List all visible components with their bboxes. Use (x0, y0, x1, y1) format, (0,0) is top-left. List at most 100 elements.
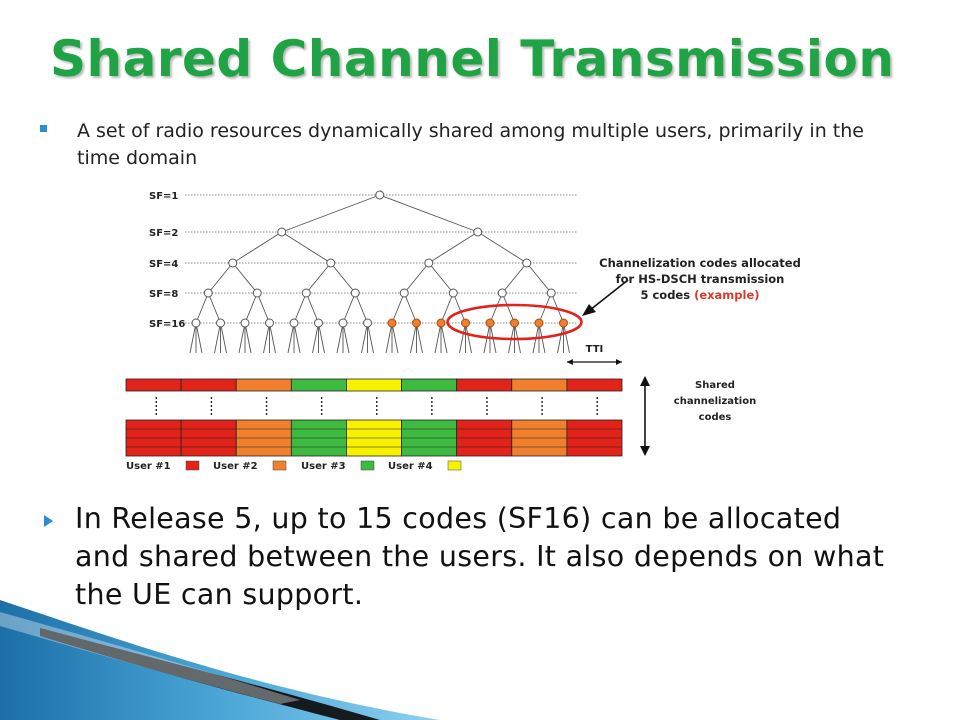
code-slot (235, 378, 292, 392)
code-node (350, 288, 360, 298)
leaf-stem (342, 322, 350, 354)
leaf-stem (293, 322, 301, 354)
tree-edge (452, 292, 466, 324)
leaf-stem (361, 322, 368, 354)
legend-swatch (272, 460, 287, 471)
tree-edge (354, 292, 368, 324)
shared-arrow-up-icon (640, 376, 650, 386)
square-bullet-icon (40, 125, 47, 132)
leaf-stem (440, 322, 448, 354)
allocated-code-node (436, 318, 446, 328)
tree-edge (207, 292, 221, 324)
code-node (326, 258, 336, 268)
tti-arrow-left-icon (566, 359, 573, 365)
code-node (497, 288, 507, 298)
leaf-stem (563, 322, 570, 354)
leaf-stem (263, 322, 270, 354)
triangle-bullet-icon (44, 515, 53, 527)
code-node (546, 288, 556, 298)
leaf-stem (238, 322, 246, 354)
leaf-stem (214, 322, 221, 354)
code-node (252, 288, 262, 298)
legend-label: User #4 (388, 461, 433, 472)
bullet-point-2: In Release 5, up to 15 codes (SF16) can … (40, 500, 900, 614)
tree-edge (489, 292, 503, 324)
leaf-stem (459, 322, 466, 354)
highlight-ellipse (446, 303, 583, 341)
callout-arrowhead-icon (582, 304, 596, 316)
legend-swatch (447, 460, 462, 471)
callout-line-1: Channelization codes allocated (599, 256, 801, 270)
tree-edge (281, 194, 380, 233)
tree-edge (428, 231, 478, 264)
code-slot (511, 378, 568, 392)
tree-edge (195, 292, 209, 324)
leaf-stem (244, 322, 252, 354)
tree-edge (293, 292, 307, 324)
legend-swatch (360, 460, 375, 471)
callout-line-2: for HS-DSCH transmission (616, 272, 785, 286)
code-slot (401, 378, 458, 392)
code-node (203, 288, 213, 298)
leaf-stem (410, 322, 417, 354)
leaf-stem (434, 322, 442, 354)
allocated-code-node (510, 318, 519, 328)
leaf-stem (269, 322, 276, 354)
bullet-point-1: A set of radio resources dynamically sha… (40, 118, 900, 172)
slide-title: Shared Channel Transmission (50, 30, 895, 88)
tree-edge (403, 292, 417, 324)
code-node (399, 288, 409, 298)
callout-arrow-line (589, 279, 629, 311)
tree-edge (477, 231, 527, 264)
code-slot (456, 378, 513, 392)
leaf-stem (367, 322, 374, 354)
code-node (522, 258, 532, 268)
code-slot (180, 378, 237, 392)
leaf-stem (318, 322, 325, 354)
allocated-code-node (461, 318, 470, 328)
sf-level-label: SF=1 (149, 191, 178, 202)
code-node (240, 318, 250, 328)
allocated-code-node (387, 318, 397, 328)
sf-level-label: SF=2 (149, 228, 178, 239)
code-node (277, 227, 287, 237)
leaf-stem (312, 322, 319, 354)
code-node (265, 318, 274, 328)
tree-edge (379, 194, 478, 233)
tti-arrow-right-icon (616, 359, 622, 365)
legend-swatch (185, 460, 200, 471)
leaf-stem (195, 322, 203, 354)
code-slot (125, 378, 182, 392)
code-node (228, 258, 238, 268)
tree-edge (403, 262, 430, 294)
legend-label: User #2 (213, 461, 258, 472)
shared-codes-label-2: channelization (674, 396, 756, 407)
tree-edge (244, 292, 258, 324)
code-node (375, 190, 385, 200)
tti-label: TTI (586, 344, 604, 355)
tree-edge (501, 262, 528, 294)
tree-edge (501, 292, 515, 324)
leaf-stem (220, 322, 227, 354)
tree-edge (281, 231, 331, 264)
tree-edge (207, 262, 234, 294)
legend-label: User #3 (301, 461, 346, 472)
code-node (314, 318, 323, 328)
tree-edge (305, 262, 332, 294)
shared-arrow-down-icon (640, 446, 650, 456)
tree-edge (305, 292, 319, 324)
allocated-code-node (485, 318, 495, 328)
allocated-code-node (559, 318, 568, 328)
tree-edge (330, 262, 356, 294)
legend-label: User #1 (126, 461, 171, 472)
shared-codes-label-1: Shared (695, 380, 735, 391)
leaf-stem (391, 322, 399, 354)
shared-codes-label-3: codes (699, 412, 732, 423)
code-node (473, 227, 483, 237)
tree-edge (428, 262, 454, 294)
sf-level-label: SF=16 (149, 319, 185, 330)
bullet-1-text: A set of radio resources dynamically sha… (77, 120, 864, 169)
tree-edge (342, 292, 356, 324)
code-node (424, 258, 434, 268)
